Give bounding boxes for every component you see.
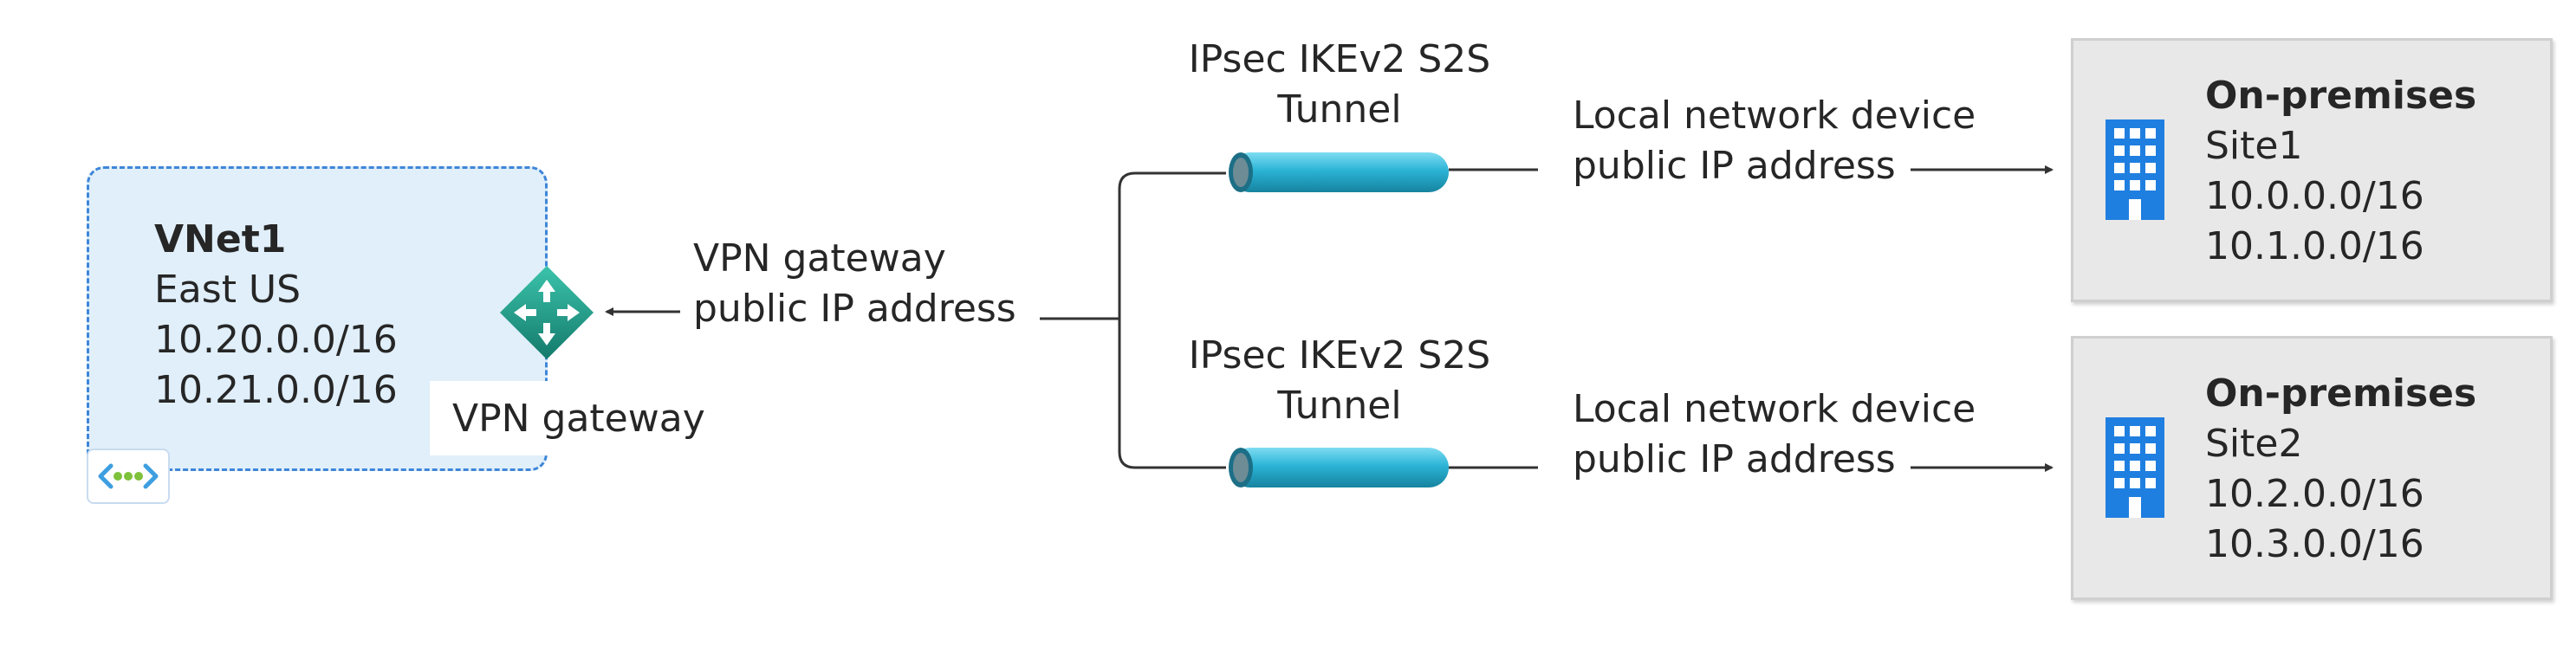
vnet-prefix: 10.21.0.0/16 xyxy=(154,368,398,412)
local-device-label: public IP address xyxy=(1573,144,1896,188)
gateway-label: VPN gateway xyxy=(452,397,705,441)
tunnel-label: Tunnel xyxy=(1277,384,1402,428)
site-title: On-premises xyxy=(2205,371,2477,416)
site2-container xyxy=(2071,336,2553,600)
local-device-label: public IP address xyxy=(1573,437,1896,481)
site-name: Site1 xyxy=(2205,124,2303,168)
site-title: On-premises xyxy=(2205,74,2477,118)
gateway-public-ip-label: VPN gateway xyxy=(693,236,946,281)
local-device-label: Local network device xyxy=(1573,94,1976,138)
site-prefix: 10.3.0.0/16 xyxy=(2205,522,2424,566)
gateway-public-ip-label: public IP address xyxy=(693,287,1016,331)
tunnel-label: IPsec IKEv2 S2S xyxy=(1188,333,1491,378)
site-name: Site2 xyxy=(2205,422,2303,466)
site-prefix: 10.0.0.0/16 xyxy=(2205,174,2424,218)
site-prefix: 10.2.0.0/16 xyxy=(2205,472,2424,516)
vnet-region: East US xyxy=(154,268,302,312)
tunnel-pipe-icon xyxy=(1229,152,1449,192)
building-icon xyxy=(2106,417,2164,518)
site1-container xyxy=(2071,38,2553,302)
tunnel-label: Tunnel xyxy=(1277,87,1402,132)
gateway-label-background xyxy=(430,381,560,455)
tunnel-pipe-icon xyxy=(1229,448,1449,487)
tunnel-label: IPsec IKEv2 S2S xyxy=(1188,37,1491,81)
site-prefix: 10.1.0.0/16 xyxy=(2205,224,2424,268)
vnet-name: VNet1 xyxy=(154,217,287,261)
local-device-label: Local network device xyxy=(1573,387,1976,431)
junction-bracket xyxy=(1118,171,1226,469)
building-icon xyxy=(2106,119,2164,220)
virtual-network-icon xyxy=(87,449,170,504)
vnet-prefix: 10.20.0.0/16 xyxy=(154,318,398,362)
vpn-gateway-icon xyxy=(500,266,594,359)
